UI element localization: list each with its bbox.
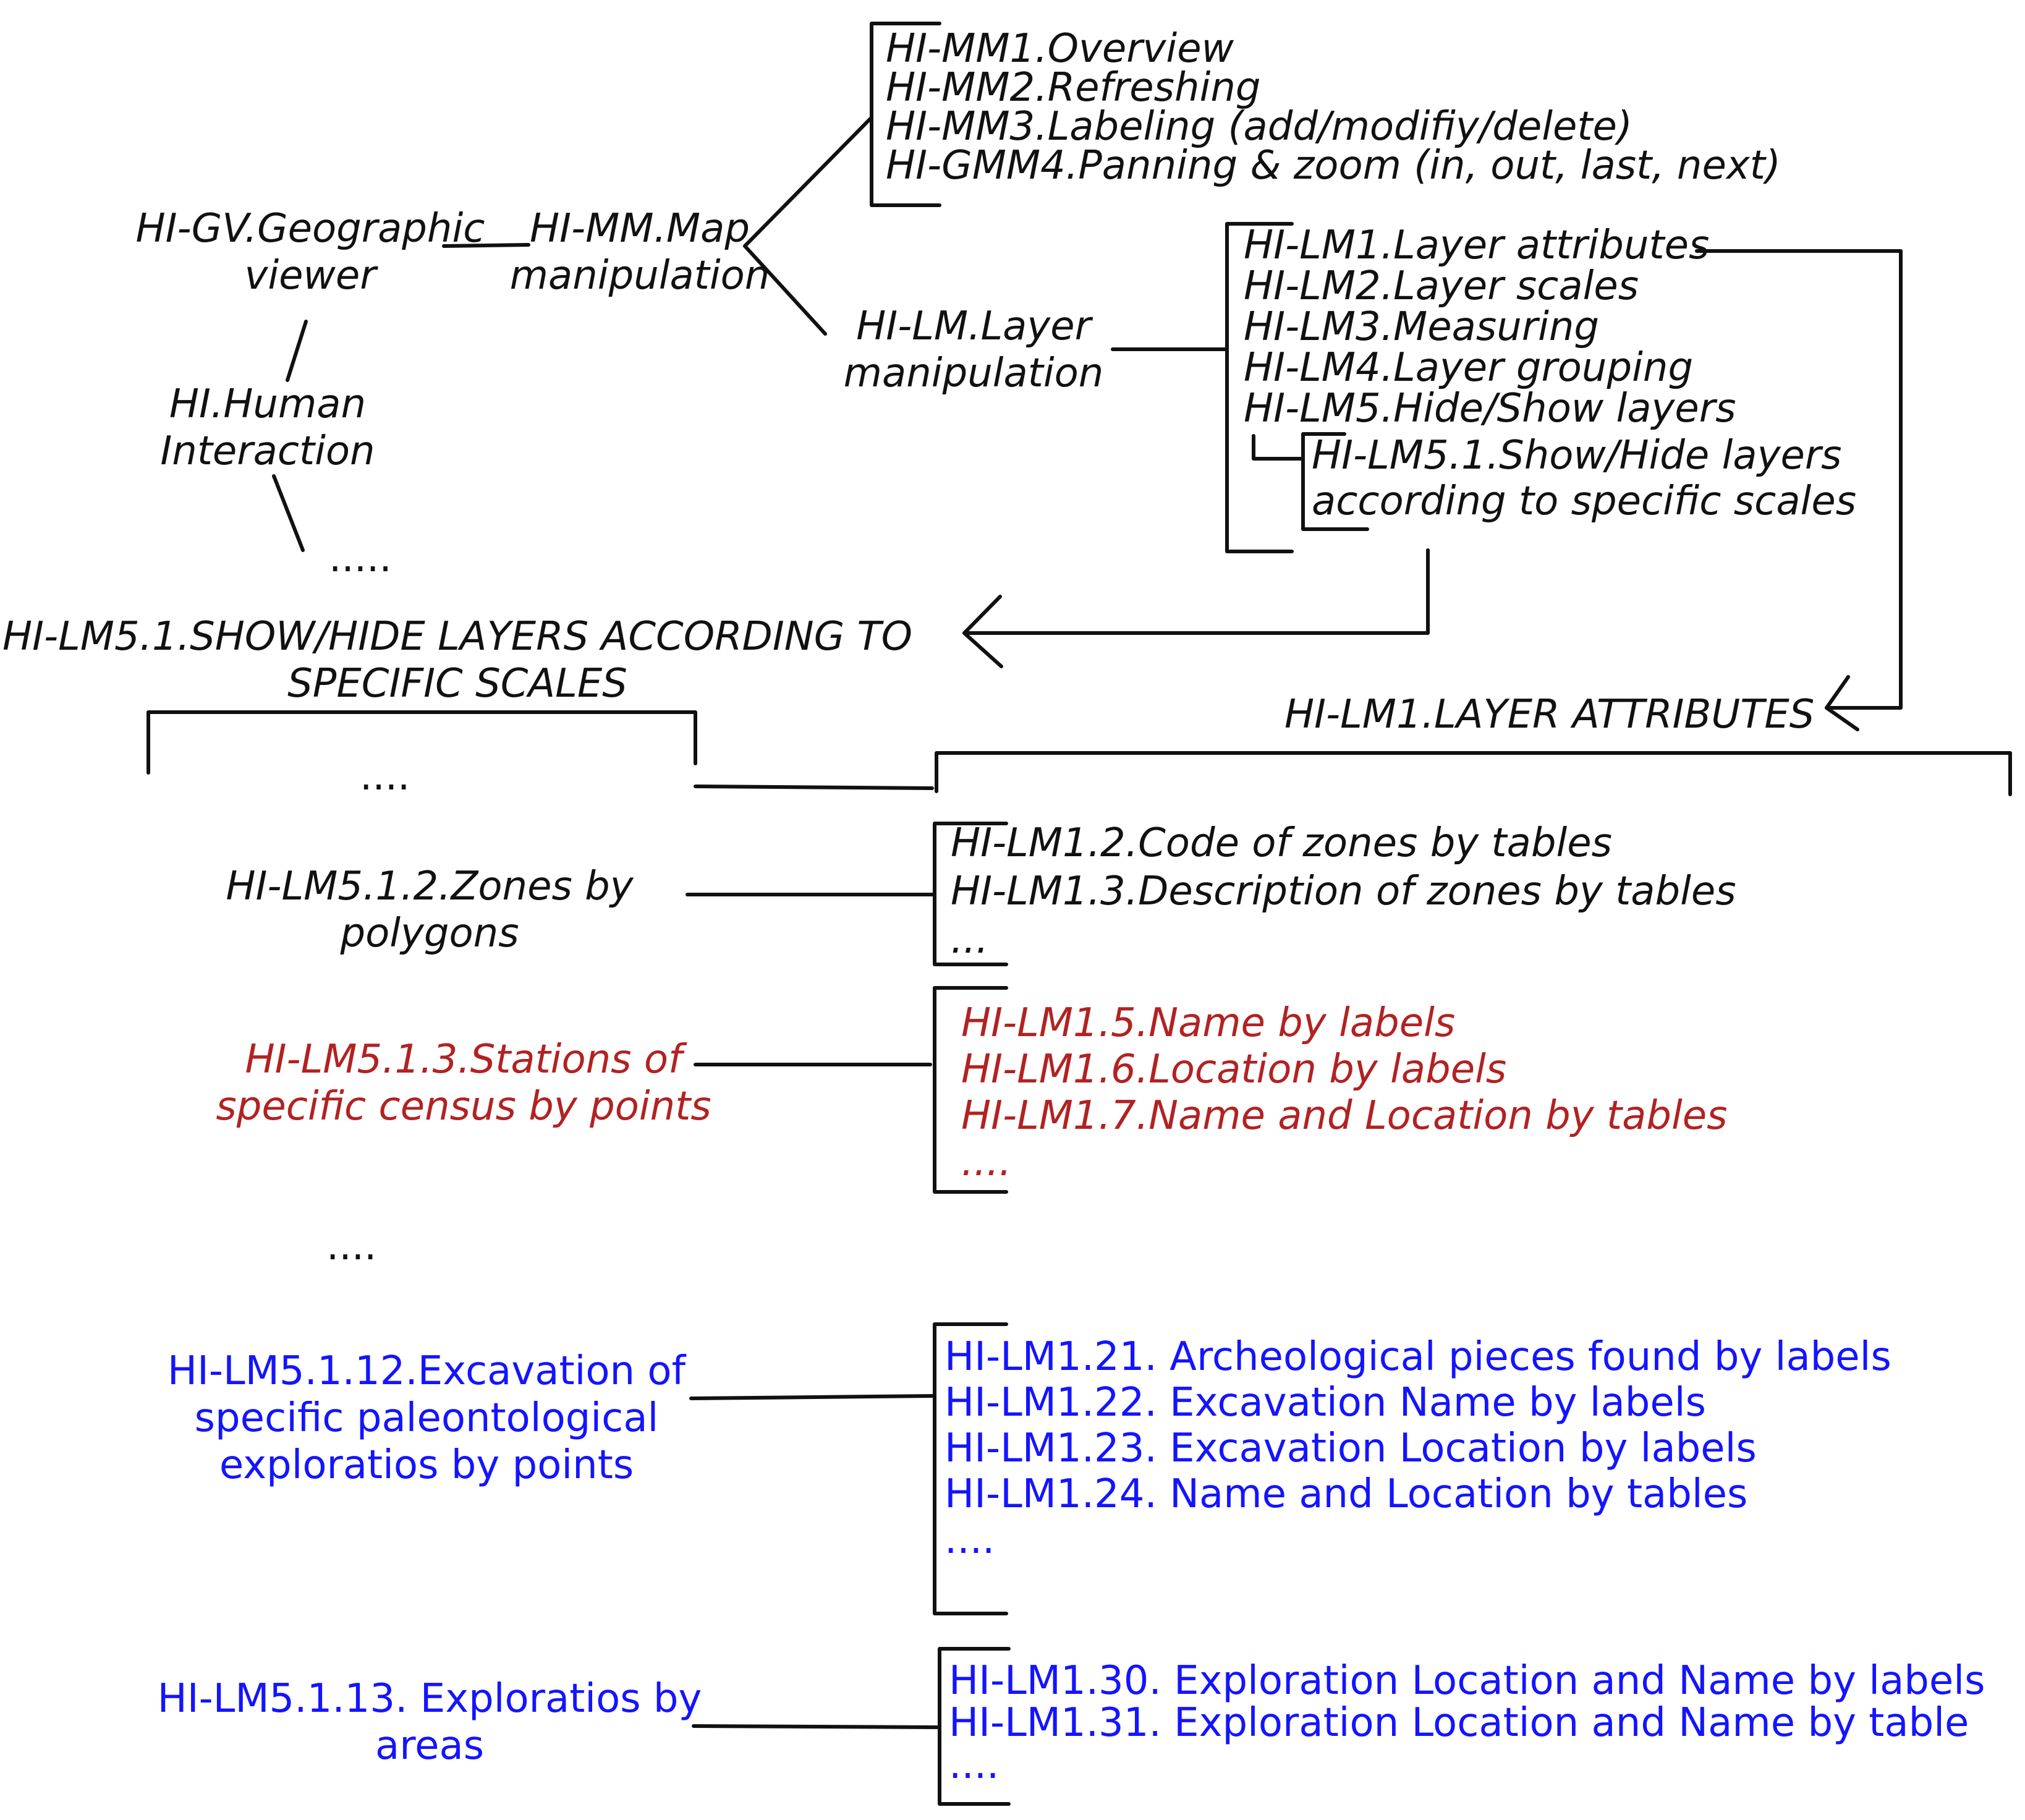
exploration-attribute-item: ....	[949, 1742, 1000, 1788]
connector-geo-to-human	[286, 320, 308, 382]
node-layer-manipulation-line-1: HI-LM.Layer	[856, 304, 1091, 349]
node-map-manipulation: HI-MM.Map manipulation	[510, 205, 770, 299]
stations-attribute-item: ....	[961, 1139, 1012, 1185]
stations-attribute-item: HI-LM1.7.Name and Location by tables	[961, 1093, 1728, 1139]
arrow-to-layer-attributes-title	[1695, 249, 1903, 710]
connector-excavation	[689, 1394, 936, 1400]
show-hide-top-ellipsis: ....	[360, 754, 410, 799]
mm-items-list: HI-MM1.Overview HI-MM2.Refreshing HI-MM3…	[886, 26, 1781, 189]
arrow-to-show-hide-title	[962, 548, 1430, 635]
node-human-interaction: HI.Human Interaction	[160, 381, 375, 475]
lm-item: HI-LM3.Measuring	[1244, 304, 1600, 350]
connector-human-to-ellipsis	[272, 474, 305, 552]
stations-attributes-list: HI-LM1.5.Name by labels HI-LM1.6.Locatio…	[961, 1000, 1727, 1186]
exploration-attributes-list: HI-LM1.30. Exploration Location and Name…	[949, 1660, 1985, 1786]
lm5-sub-item: HI-LM5.1.Show/Hide layers according to s…	[1312, 433, 1856, 524]
connector-sections	[694, 785, 934, 790]
node-map-manipulation-line-1: HI-MM.Map	[530, 206, 750, 252]
mm-item: HI-MM2.Refreshing	[886, 65, 1261, 111]
connector-map-to-layer	[743, 244, 827, 336]
lm5-sub-item-line-2: according to specific scales	[1312, 478, 1857, 524]
show-hide-mid-ellipsis: ....	[326, 1223, 377, 1269]
bracket-stations-items	[933, 986, 1008, 1194]
zones-attribute-item: HI-LM1.2.Code of zones by tables	[951, 820, 1612, 866]
zones-line-2: polygons	[340, 911, 519, 956]
excavation-attribute-item: HI-LM1.22. Excavation Name by labels	[945, 1380, 1706, 1426]
node-layer-manipulation: HI-LM.Layer manipulation	[844, 303, 1104, 397]
connector-map-to-mm-items	[743, 116, 873, 248]
node-layer-manipulation-line-2: manipulation	[843, 351, 1104, 396]
zones-attribute-item: ...	[951, 917, 989, 963]
excavation-attribute-item: HI-LM1.24. Name and Location by tables	[945, 1471, 1748, 1517]
node-map-manipulation-line-2: manipulation	[509, 253, 770, 299]
exploration-attribute-item: HI-LM1.31. Exploration Location and Name…	[949, 1700, 1969, 1746]
arrow-head-layer-attributes	[1825, 675, 1859, 731]
node-human-interaction-line-1: HI.Human	[169, 381, 367, 427]
stations-attribute-item: HI-LM1.6.Location by labels	[961, 1047, 1507, 1092]
node-stations-of-census: HI-LM5.1.3.Stations of specific census b…	[216, 1036, 711, 1130]
lm5-sub-item-line-1: HI-LM5.1.Show/Hide layers	[1312, 433, 1842, 478]
exploratios-line-1: HI-LM5.1.13. Exploratios by	[157, 1676, 702, 1722]
bracket-lm5-sub	[1301, 432, 1369, 531]
lm-item: HI-LM1.Layer attributes	[1244, 223, 1710, 268]
node-human-interaction-line-2: Interaction	[160, 428, 375, 474]
lm-item: HI-LM4.Layer grouping	[1244, 345, 1694, 391]
bracket-excavation-items	[933, 1322, 1008, 1615]
excavation-line-1: HI-LM5.1.12.Excavation of	[167, 1348, 686, 1394]
bracket-layer-attributes-section	[935, 751, 2012, 796]
excavation-attributes-list: HI-LM1.21. Archeological pieces found by…	[945, 1334, 1891, 1563]
show-hide-title-line-2: SPECIFIC SCALES	[287, 661, 627, 707]
mm-item: HI-GMM4.Panning & zoom (in, out, last, n…	[886, 143, 1781, 189]
arrow-head-show-hide	[962, 595, 1003, 668]
excavation-attribute-item: ....	[945, 1517, 995, 1563]
lm-item: HI-LM5.Hide/Show layers	[1244, 386, 1736, 432]
zones-line-1: HI-LM5.1.2.Zones by	[226, 864, 634, 909]
bracket-show-hide-section	[146, 710, 697, 775]
zones-attribute-item: HI-LM1.3.Description of zones by tables	[951, 869, 1736, 914]
root-ellipsis: .....	[329, 535, 392, 581]
stations-attribute-item: HI-LM1.5.Name by labels	[961, 1000, 1456, 1046]
mm-item: HI-MM1.Overview	[886, 26, 1234, 72]
zones-attributes-list: HI-LM1.2.Code of zones by tables HI-LM1.…	[951, 819, 1736, 964]
excavation-line-3: exploratios by points	[219, 1442, 634, 1488]
lm-items-list: HI-LM1.Layer attributes HI-LM2.Layer sca…	[1244, 225, 1736, 429]
connector-geo-to-map	[442, 243, 530, 248]
mm-item: HI-MM3.Labeling (add/modifiy/delete)	[886, 104, 1632, 150]
stations-line-1: HI-LM5.1.3.Stations of	[245, 1037, 682, 1082]
lm-item: HI-LM2.Layer scales	[1244, 263, 1639, 309]
node-excavation: HI-LM5.1.12.Excavation of specific paleo…	[168, 1348, 686, 1489]
excavation-attribute-item: HI-LM1.21. Archeological pieces found by…	[945, 1334, 1891, 1380]
exploratios-line-2: areas	[375, 1723, 485, 1769]
excavation-attribute-item: HI-LM1.23. Excavation Location by labels	[945, 1426, 1757, 1471]
bracket-mm-items	[870, 22, 941, 207]
show-hide-title-line-1: HI-LM5.1.SHOW/HIDE LAYERS ACCORDING TO	[2, 614, 912, 660]
bracket-exploration-items	[938, 1647, 1011, 1806]
bracket-lm-items	[1225, 222, 1294, 553]
show-hide-section-title: HI-LM5.1.SHOW/HIDE LAYERS ACCORDING TO S…	[2, 613, 912, 707]
exploration-attribute-item: HI-LM1.30. Exploration Location and Name…	[949, 1658, 1985, 1704]
connector-exploratios	[692, 1724, 939, 1729]
layer-attributes-section-title: HI-LM1.LAYER ATTRIBUTES	[1284, 692, 1815, 738]
stations-line-2: specific census by points	[216, 1084, 711, 1129]
node-geographic-viewer-line-2: viewer	[244, 253, 376, 299]
node-exploratios-by-areas: HI-LM5.1.13. Exploratios by areas	[158, 1675, 702, 1769]
connector-lm5-sub	[1252, 434, 1305, 461]
node-geographic-viewer: HI-GV.Geographic viewer	[136, 205, 485, 299]
node-geographic-viewer-line-1: HI-GV.Geographic	[135, 206, 485, 252]
node-zones-by-polygons: HI-LM5.1.2.Zones by polygons	[226, 863, 633, 957]
bracket-zones-items	[933, 822, 1008, 966]
excavation-line-2: specific paleontological	[194, 1395, 659, 1441]
